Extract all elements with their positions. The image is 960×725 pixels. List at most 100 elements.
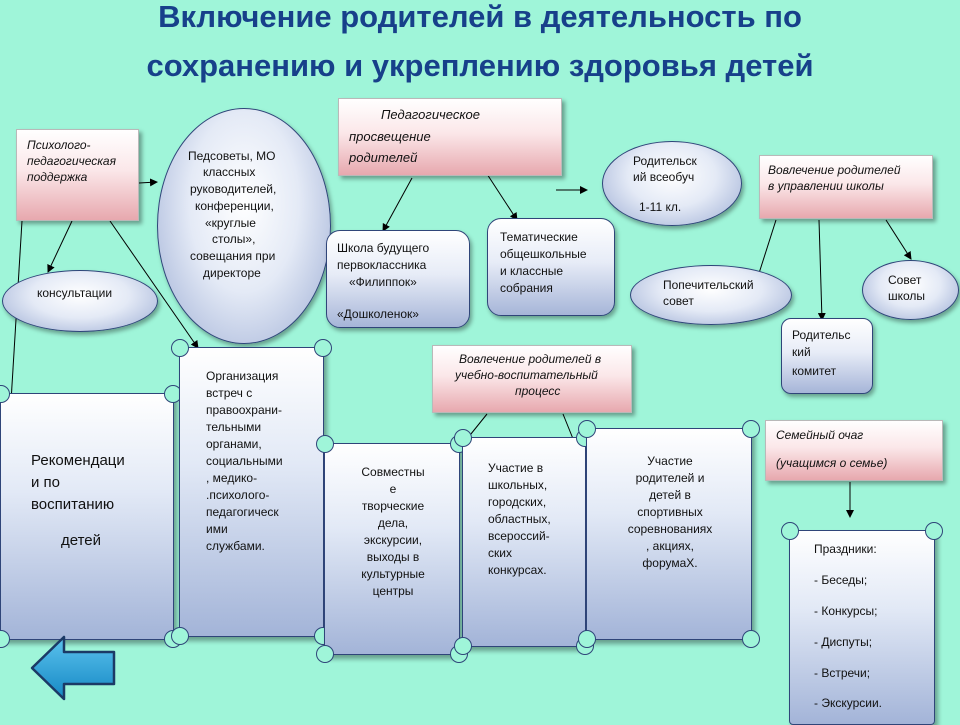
committee-line1: Родительс [792, 328, 851, 342]
joint-line4: дела, [377, 516, 409, 530]
thematic-line4: собрания [500, 281, 553, 295]
meetings-line1: Организация [206, 369, 279, 383]
contests-line6: ских [488, 546, 512, 560]
node-recommendations: Рекомендаци и по воспитанию детей [0, 385, 182, 648]
committee-line3: комитет [792, 364, 837, 378]
sports-line3: детей в [649, 488, 691, 502]
contests-line2: школьных, [488, 478, 548, 492]
header-ped-line3: родителей [349, 150, 418, 165]
header-family-line1: Семейный очаг [776, 428, 864, 442]
vseobuch-line3: 1-11 кл. [639, 200, 682, 214]
meetings-line4: тельными [206, 420, 262, 434]
node-councils: Педсоветы, МО классных руководителей, ко… [157, 108, 331, 344]
meetings-line11: службами. [206, 539, 265, 553]
node-joint-activities: Совместны е творческие дела, экскурсии, … [316, 435, 468, 663]
arrow-ped-to-school-future [382, 177, 413, 232]
meetings-line6: социальными [206, 454, 283, 468]
meetings-line7: , медико- [206, 471, 258, 485]
node-trustees: Попечительский совет [630, 265, 792, 325]
joint-line2: е [389, 482, 397, 496]
sports-line2: родителей и [635, 471, 705, 485]
header-ped-line1: Педагогическое [381, 107, 480, 122]
node-contests: Участие в школьных, городских, областных… [454, 429, 594, 655]
councils-line6: столы», [212, 232, 256, 246]
contests-line4: областных, [488, 512, 551, 526]
meetings-line8: .психолого- [206, 488, 270, 502]
node-sports: Участие родителей и детей в спортивных с… [578, 420, 760, 648]
councils-line1: Педсоветы, МО [188, 149, 276, 163]
arrow-ped-to-thematic [486, 173, 518, 221]
thematic-line1: Тематические [500, 230, 578, 244]
node-holidays: Праздники: - Беседы; - Конкурсы; - Диспу… [781, 522, 943, 725]
contests-line3: городских, [488, 495, 547, 509]
contests-line7: конкурсах. [488, 563, 547, 577]
header-family-hearth: Семейный очаг (учащимся о семье) [765, 420, 943, 481]
thematic-line2: общешкольные [500, 247, 587, 261]
meetings-line2: встреч с [206, 386, 253, 400]
header-educational-process: Вовлечение родителей в учебно-воспитател… [432, 345, 632, 413]
joint-line8: центры [372, 584, 414, 598]
recommendations-line2: и по [31, 474, 61, 491]
recommendations-line1: Рекомендаци [31, 452, 125, 469]
holidays-line3: - Конкурсы; [814, 604, 878, 618]
node-meetings: Организация встреч с правоохрани- тельны… [171, 339, 332, 645]
title-line-2: сохранению и укреплению здоровья детей [146, 48, 814, 83]
councils-line8: директоре [203, 266, 261, 280]
school-council-line2: школы [888, 289, 926, 303]
councils-line7: совещания при [190, 249, 276, 263]
thematic-line3: и классные [500, 264, 564, 278]
sports-line5: соревнованиях [627, 522, 713, 536]
holidays-line2: - Беседы; [814, 573, 868, 587]
contests-line5: всероссий- [488, 529, 550, 543]
header-psych-support: Психолого- педагогическая поддержка [16, 129, 139, 221]
holidays-line1: Праздники: [814, 542, 877, 556]
header-family-line2: (учащимся о семье) [776, 456, 888, 470]
meetings-line5: органами, [206, 437, 262, 451]
holidays-line5: - Встречи; [814, 666, 871, 680]
back-arrow-icon[interactable] [30, 635, 118, 701]
arrow-psych-to-consult [47, 220, 73, 273]
arrow-mgmt-to-committee [817, 219, 826, 321]
arrow-mgmt-to-council [885, 219, 912, 260]
recommendations-line4: детей [61, 532, 102, 549]
header-edu-line2: учебно-воспитательный [455, 368, 598, 382]
sports-line6: , акциях, [646, 539, 694, 553]
councils-line2: классных [203, 165, 256, 179]
title-line-1: Включение родителей в деятельность по [158, 0, 802, 34]
sports-line7: форумаХ. [642, 556, 698, 570]
meetings-line9: педагогическ [206, 505, 279, 519]
arrow-psych-to-councils [138, 178, 158, 187]
committee-line2: кий [792, 345, 811, 359]
node-consultations: консультации [2, 270, 158, 332]
sports-line4: спортивных [637, 505, 703, 519]
joint-line3: творческие [361, 499, 425, 513]
sports-line1: Участие [647, 454, 693, 468]
trustees-line2: совет [663, 294, 694, 308]
arrow-psych-to-meetings [109, 220, 199, 349]
vseobuch-line1: Родительск [633, 154, 697, 168]
header-edu-line1: Вовлечение родителей в [459, 352, 602, 366]
node-school-future: Школа будущего первоклассника «Филиппок»… [326, 230, 470, 328]
header-edu-line3: процесс [515, 384, 561, 398]
councils-line5: «круглые [205, 216, 256, 230]
school-future-line4: «Дошколенок» [337, 307, 419, 321]
joint-line6: выходы в [366, 550, 420, 564]
header-mgmt-line1: Вовлечение родителей [768, 163, 901, 177]
header-mgmt-line2: в управлении школы [768, 179, 884, 193]
joint-line5: экскурсии, [363, 533, 423, 547]
councils-line4: конференции, [195, 199, 274, 213]
arrow-psych-to-recommendations [6, 220, 23, 419]
school-future-line3: «Филиппок» [349, 275, 417, 289]
node-vseobuch: Родительск ий всеобуч 1-11 кл. [602, 141, 742, 226]
holidays-line6: - Экскурсии. [814, 696, 883, 710]
councils-line3: руководителей, [190, 182, 277, 196]
trustees-line1: Попечительский [663, 278, 754, 292]
holidays-line4: - Диспуты; [814, 635, 873, 649]
node-school-council: Совет школы [862, 260, 959, 320]
header-psych-line2: педагогическая [27, 154, 116, 168]
header-ped-education: Педагогическое просвещение родителей [338, 98, 562, 176]
header-school-management: Вовлечение родителей в управлении школы [759, 155, 933, 219]
header-ped-line2: просвещение [349, 129, 431, 144]
vseobuch-line2: ий всеобуч [633, 170, 695, 184]
joint-line1: Совместны [361, 465, 425, 479]
